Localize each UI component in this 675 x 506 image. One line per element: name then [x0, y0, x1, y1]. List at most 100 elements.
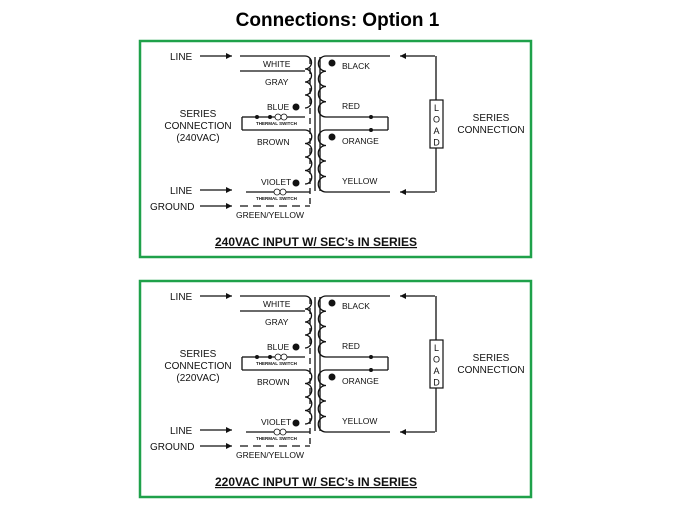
terminal	[369, 355, 373, 359]
secondary-coil-2	[317, 129, 327, 193]
polarity-dot-orange	[328, 373, 336, 381]
arrow-ground-head	[226, 443, 232, 449]
primary-coil-1	[304, 295, 313, 349]
label-green-yellow: GREEN/YELLOW	[236, 450, 304, 460]
label-series-connection-right: CONNECTION	[457, 125, 524, 136]
label-orange: ORANGE	[342, 136, 379, 146]
label-load: A	[433, 366, 439, 376]
primary-coil-1	[304, 55, 313, 109]
terminal	[369, 368, 373, 372]
label-series-connection: SERIES	[180, 349, 217, 360]
label-series-connection: CONNECTION	[164, 121, 231, 132]
label-series-connection: (240VAC)	[176, 133, 219, 144]
polarity-dot-black	[328, 299, 336, 307]
secondary-coil-1	[317, 295, 327, 358]
thermal-switch-contact	[274, 113, 282, 121]
diagram-2: LINESERIESCONNECTION(220VAC)LINEGROUNDWH…	[138, 279, 533, 499]
thermal-switch-contact	[273, 428, 281, 436]
secondary-coil-2	[317, 369, 327, 433]
thermal-switch-contact	[279, 188, 287, 196]
label-white: WHITE	[263, 299, 291, 309]
arrow-load-top-head	[400, 53, 406, 59]
diagram-border	[138, 39, 533, 259]
label-black: BLACK	[342, 61, 370, 71]
terminal	[255, 115, 259, 119]
diagram-caption: 220VAC INPUT W/ SEC’s IN SERIES	[215, 475, 417, 489]
label-line-top: LINE	[170, 292, 193, 303]
secondary-coil-1	[317, 55, 327, 118]
label-thermal-switch: THERMAL SWITCH	[256, 196, 297, 201]
label-series-connection: (220VAC)	[176, 373, 219, 384]
thermal-switch-contact	[280, 353, 288, 361]
diagram-1: LINESERIESCONNECTION(240VAC)LINEGROUNDWH…	[138, 39, 533, 259]
label-gray: GRAY	[265, 317, 289, 327]
label-series-connection-right: SERIES	[473, 353, 510, 364]
terminal	[255, 355, 259, 359]
slide-title: Connections: Option 1	[235, 10, 440, 31]
thermal-switch-contact	[279, 428, 287, 436]
label-load: O	[433, 115, 440, 125]
arrow-line-bottom-head	[226, 427, 232, 433]
diagram-border	[138, 279, 533, 499]
polarity-dot-black	[328, 59, 336, 67]
label-series-connection-right: SERIES	[473, 113, 510, 124]
label-violet: VIOLET	[261, 177, 291, 187]
thermal-switch-contact	[274, 353, 282, 361]
label-black: BLACK	[342, 301, 370, 311]
arrow-line-top-head	[226, 53, 232, 59]
label-load: L	[434, 103, 439, 113]
arrow-ground-head	[226, 203, 232, 209]
arrow-line-bottom-head	[226, 187, 232, 193]
label-red: RED	[342, 341, 360, 351]
terminal	[268, 355, 272, 359]
label-ground: GROUND	[150, 202, 194, 213]
label-yellow: YELLOW	[342, 176, 377, 186]
arrow-load-bottom-head	[400, 189, 406, 195]
label-orange: ORANGE	[342, 376, 379, 386]
load-box	[429, 99, 444, 149]
label-load: O	[433, 355, 440, 365]
label-violet: VIOLET	[261, 417, 291, 427]
label-line-bottom: LINE	[170, 426, 193, 437]
label-series-connection: CONNECTION	[164, 361, 231, 372]
thermal-switch-contact	[273, 188, 281, 196]
primary-coil-2	[304, 129, 313, 185]
label-green-yellow: GREEN/YELLOW	[236, 210, 304, 220]
label-blue: BLUE	[267, 342, 290, 352]
arrow-line-top-head	[226, 293, 232, 299]
label-load: A	[433, 126, 439, 136]
label-series-connection: SERIES	[180, 109, 217, 120]
label-blue: BLUE	[267, 102, 290, 112]
polarity-dot-violet	[292, 179, 300, 187]
label-thermal-switch: THERMAL SWITCH	[256, 361, 297, 366]
polarity-dot-blue	[292, 103, 300, 111]
label-white: WHITE	[263, 59, 291, 69]
diagram-caption: 240VAC INPUT W/ SEC’s IN SERIES	[215, 235, 417, 249]
primary-coil-2	[304, 369, 313, 425]
label-load: D	[433, 138, 440, 148]
terminal	[369, 115, 373, 119]
label-red: RED	[342, 101, 360, 111]
polarity-dot-violet	[292, 419, 300, 427]
polarity-dot-orange	[328, 133, 336, 141]
polarity-dot-blue	[292, 343, 300, 351]
thermal-switch-contact	[280, 113, 288, 121]
arrow-load-bottom-head	[400, 429, 406, 435]
label-brown: BROWN	[257, 377, 290, 387]
label-yellow: YELLOW	[342, 416, 377, 426]
label-thermal-switch: THERMAL SWITCH	[256, 121, 297, 126]
terminal	[369, 128, 373, 132]
label-line-top: LINE	[170, 52, 193, 63]
label-load: D	[433, 378, 440, 388]
label-load: L	[434, 343, 439, 353]
label-ground: GROUND	[150, 442, 194, 453]
label-line-bottom: LINE	[170, 186, 193, 197]
label-brown: BROWN	[257, 137, 290, 147]
label-series-connection-right: CONNECTION	[457, 365, 524, 376]
terminal	[268, 115, 272, 119]
load-box	[429, 339, 444, 389]
arrow-load-top-head	[400, 293, 406, 299]
label-thermal-switch: THERMAL SWITCH	[256, 436, 297, 441]
